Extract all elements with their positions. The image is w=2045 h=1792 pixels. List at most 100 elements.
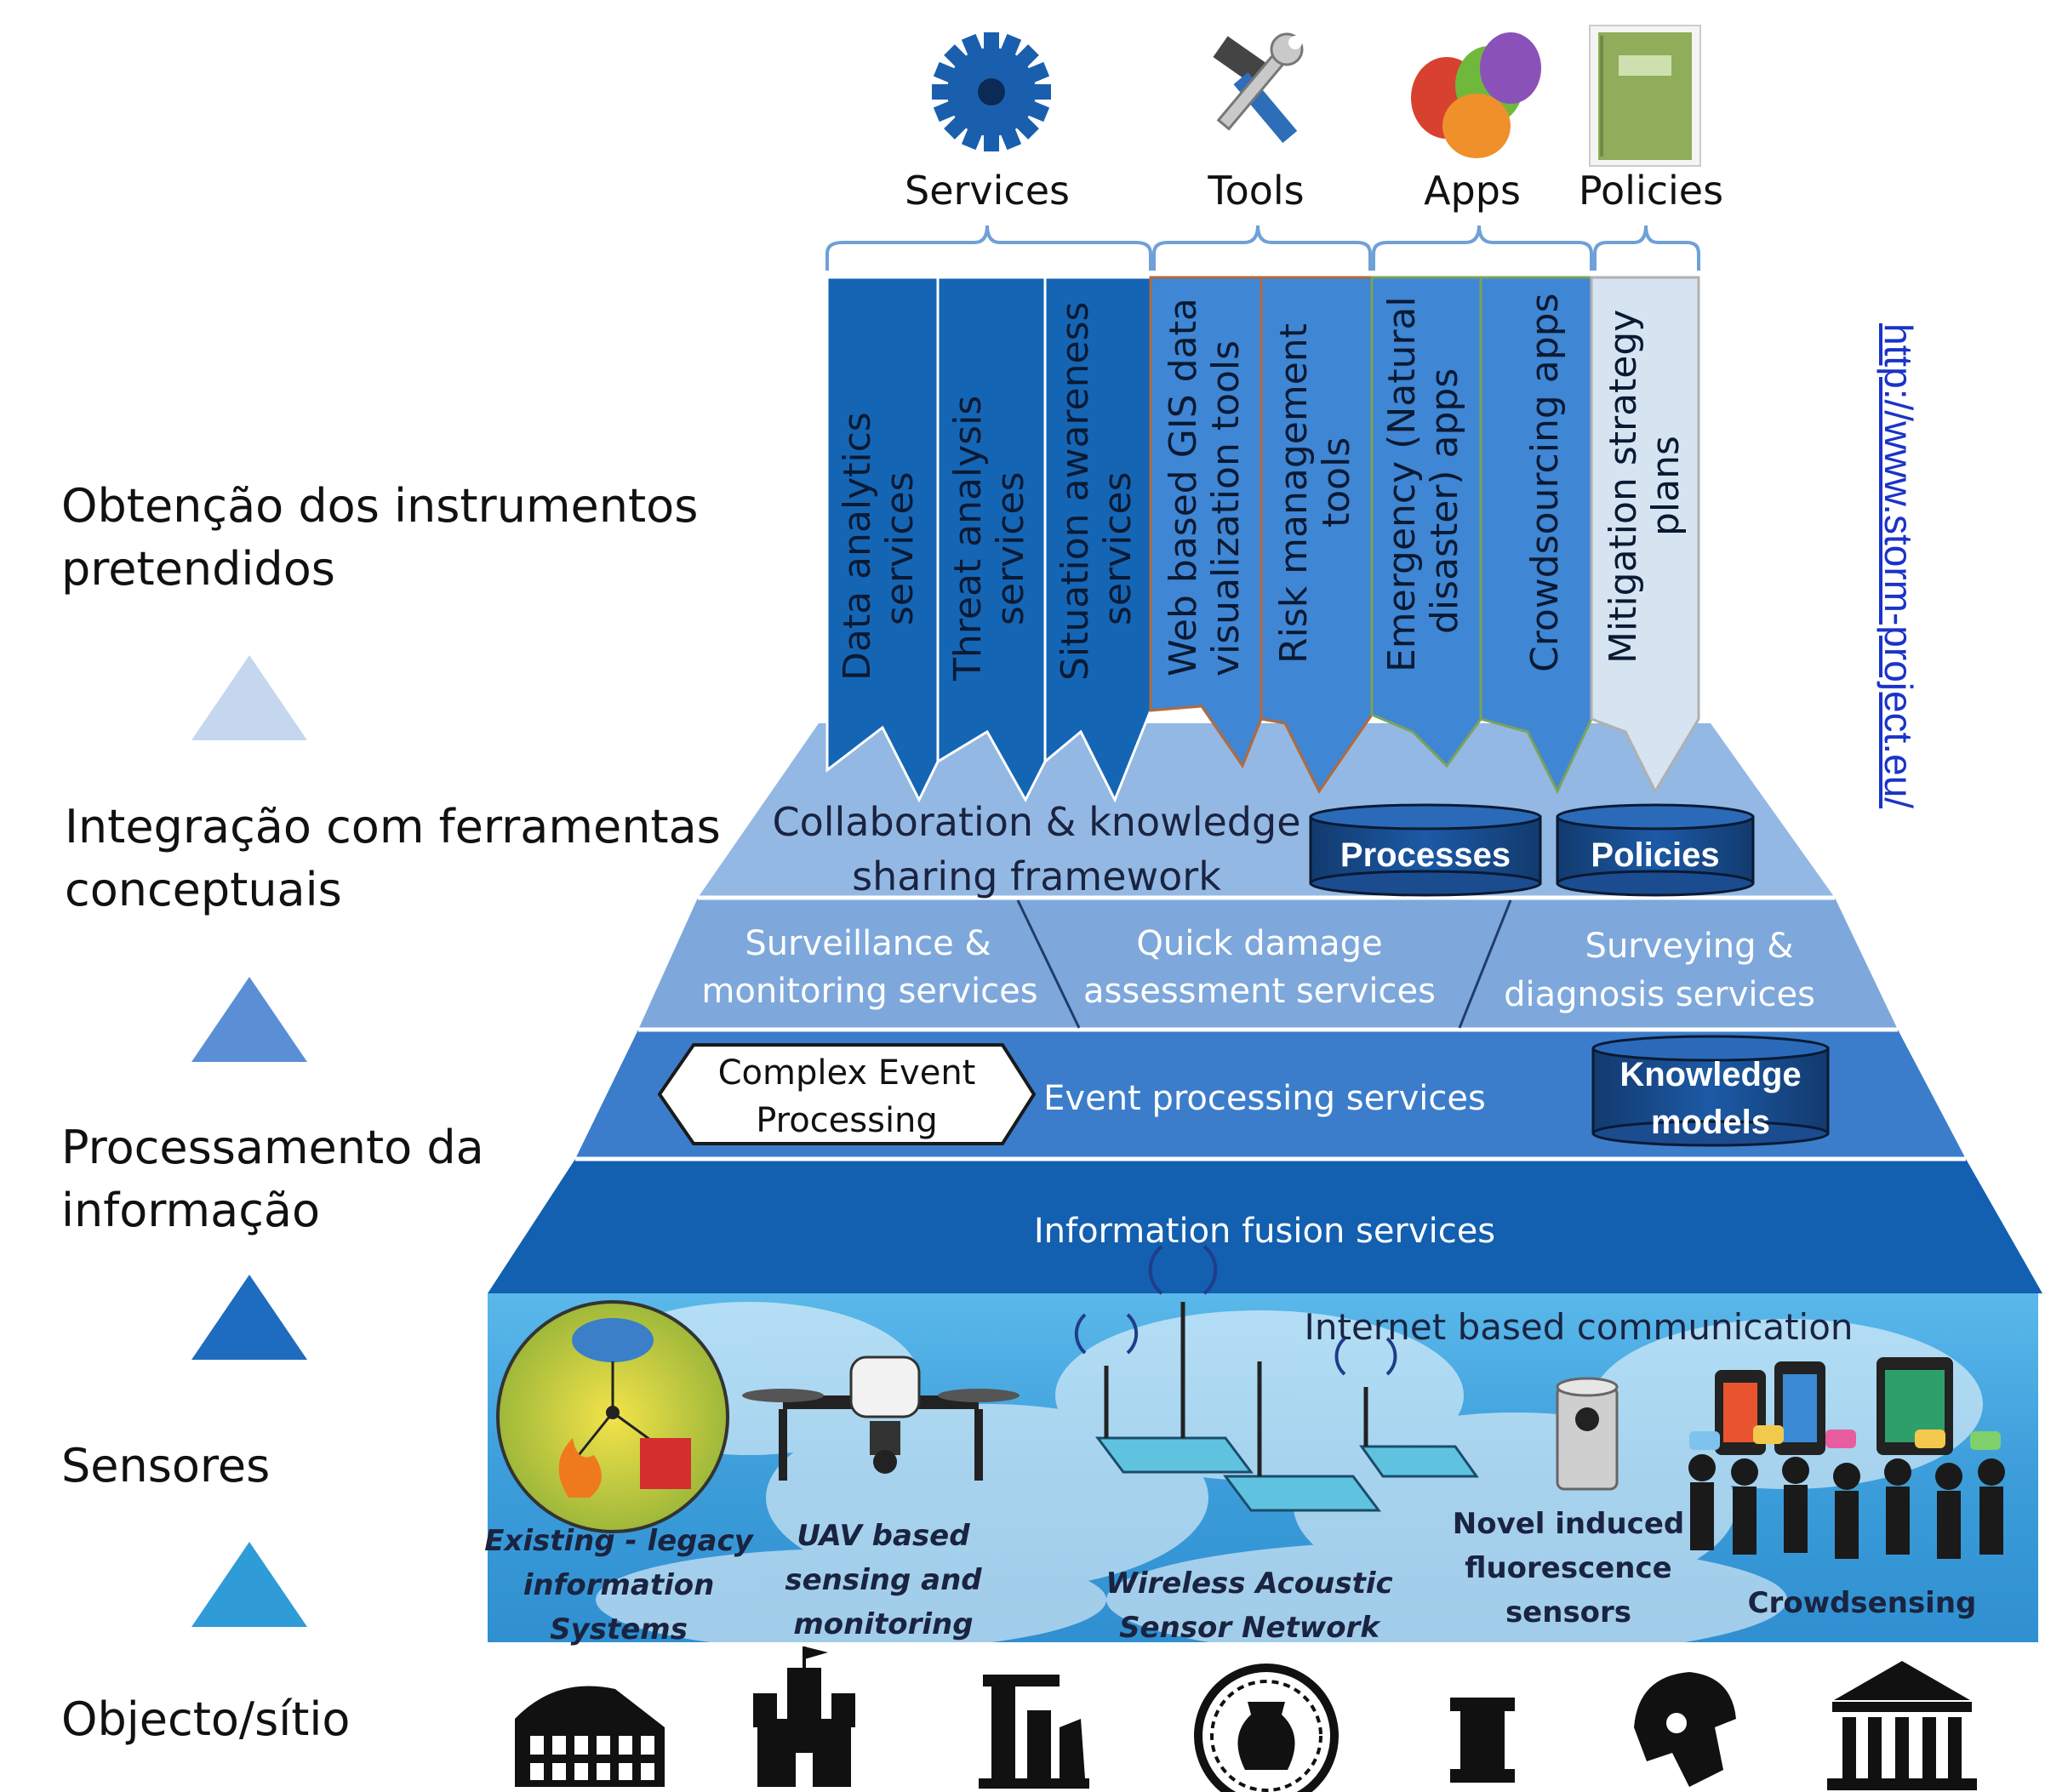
knowledge-models-database: Knowledge models (1591, 1035, 1830, 1147)
column-label: Mitigation strategy (1602, 310, 1645, 664)
fusion-label: Information fusion services (1034, 1212, 1495, 1251)
column-label: visualization tools (1204, 340, 1248, 676)
sensor-caption-line: sensors (1505, 1595, 1631, 1629)
brace-policies (1593, 225, 1700, 271)
event-processing-label: Event processing services (1043, 1079, 1486, 1118)
heritage-icons-row (515, 1646, 1977, 1792)
amphora-icon (1194, 1664, 1339, 1792)
brace-apps (1372, 225, 1593, 271)
step-triangle-light (191, 655, 307, 740)
brace-tools (1152, 225, 1372, 271)
step-triangle-dark (191, 1275, 307, 1360)
surveillance-line: monitoring services (701, 972, 1037, 1011)
column-label: Crowdsourcing apps (1523, 294, 1567, 673)
sensor-caption-line: Existing - legacy (484, 1524, 754, 1558)
column-label: plans (1644, 436, 1688, 536)
column-label: Web based GIS data (1162, 298, 1205, 676)
step-label-line: Obtenção dos instrumentos (61, 479, 699, 533)
category-label-services: Services (905, 168, 1070, 214)
notebook-icon (1589, 25, 1701, 167)
step-label-line: Processamento da (61, 1121, 484, 1174)
sensor-caption-line: information (523, 1568, 715, 1602)
step-triangle-cyan (191, 1542, 307, 1627)
step-label-line: Integração com ferramentas (65, 800, 721, 853)
sensor-caption-line: Crowdsensing (1748, 1586, 1977, 1620)
surveying-line: diagnosis services (1504, 975, 1815, 1014)
uav-drone-icon (742, 1355, 1020, 1481)
column-labels: Data analytics services Threat analysis … (836, 294, 1688, 682)
column-label: services (1096, 471, 1140, 625)
policies-label: Policies (1591, 836, 1719, 874)
policies-database: Policies (1556, 803, 1755, 897)
helmet-icon (1634, 1672, 1736, 1787)
ruins-icon (979, 1675, 1089, 1789)
step-label-processing: Processamento da informação (61, 1116, 484, 1242)
tools-icon (1213, 32, 1304, 144)
step-label-line: conceptuais (65, 863, 342, 916)
gear-icon (907, 8, 1076, 176)
damage-line: Quick damage (1136, 924, 1382, 963)
colosseum-icon (515, 1686, 665, 1787)
column-mitigation (1590, 276, 1700, 795)
sensor-caption-line: Wireless Acoustic (1105, 1567, 1392, 1601)
services-layer (638, 898, 1898, 1030)
brace-services (825, 225, 1152, 271)
step-label-line: Objecto/sítio (61, 1692, 351, 1746)
fusion-layer (488, 1159, 2042, 1293)
collaboration-line: sharing framework (852, 853, 1221, 899)
complex-event-processing-box: Complex Event Processing (657, 1043, 1037, 1145)
cep-line: Processing (756, 1101, 938, 1140)
temple-icon (1827, 1661, 1977, 1790)
sensor-captions: Existing - legacy information Systems UA… (484, 1507, 1976, 1646)
cep-line: Complex Event (718, 1053, 976, 1093)
category-braces (825, 225, 1700, 271)
top-columns (825, 276, 1700, 803)
sensor-caption-line: fluorescence (1465, 1551, 1671, 1585)
category-label-tools: Tools (1207, 168, 1304, 214)
step-label-sensors: Sensores (61, 1435, 270, 1498)
internet-communication-label: Internet based communication (1304, 1306, 1853, 1348)
damage-line: assessment services (1083, 972, 1436, 1011)
step-label-instruments: Obtenção dos instrumentos pretendidos (61, 475, 698, 601)
column-label: Situation awareness (1054, 302, 1097, 681)
step-triangle-medium (191, 977, 307, 1062)
collaboration-line: Collaboration & knowledge (772, 799, 1300, 845)
sensor-caption-line: UAV based (797, 1519, 970, 1553)
wireless-acoustic-network-icon (1074, 1245, 1479, 1512)
column-label: tools (1315, 437, 1358, 528)
fluorescence-sensor-icon (1556, 1377, 1619, 1491)
column-label: services (878, 471, 922, 625)
sensor-caption-line: Systems (550, 1612, 688, 1646)
column-label: Data analytics (836, 412, 879, 681)
column-label: Threat analysis (946, 396, 990, 682)
castle-icon (753, 1646, 855, 1787)
sensor-caption-line: sensing and (785, 1563, 982, 1597)
step-label-line: informação (61, 1184, 321, 1237)
column-label: services (989, 471, 1032, 625)
sensor-caption-line: Sensor Network (1119, 1611, 1381, 1645)
processes-database: Processes (1309, 803, 1542, 897)
step-label-object-site: Objecto/sítio (61, 1688, 350, 1751)
knowledge-line: models (1651, 1104, 1770, 1141)
step-label-line: Sensores (61, 1439, 271, 1492)
processes-label: Processes (1340, 836, 1511, 874)
step-label-line: pretendidos (61, 542, 335, 596)
sensor-caption-line: Novel induced (1453, 1507, 1684, 1541)
column-fragment-icon (1450, 1698, 1515, 1783)
column-label: disaster) apps (1423, 368, 1466, 634)
step-label-integration: Integração com ferramentas conceptuais (65, 796, 721, 922)
column-label: Emergency (Natural (1380, 296, 1424, 672)
crowdsensing-icon (1688, 1357, 2005, 1559)
category-label-policies: Policies (1579, 168, 1723, 214)
legacy-systems-icon (496, 1300, 729, 1533)
collaboration-text: Collaboration & knowledge sharing framew… (772, 799, 1300, 899)
services-texts: Surveillance & monitoring services Quick… (701, 924, 1815, 1014)
surveying-line: Surveying & (1585, 927, 1794, 966)
column-label: Risk management (1272, 323, 1316, 664)
category-label-apps: Apps (1424, 168, 1521, 214)
surveillance-line: Surveillance & (745, 924, 991, 963)
knowledge-line: Knowledge (1619, 1056, 1801, 1093)
sensor-caption-line: monitoring (793, 1607, 973, 1641)
